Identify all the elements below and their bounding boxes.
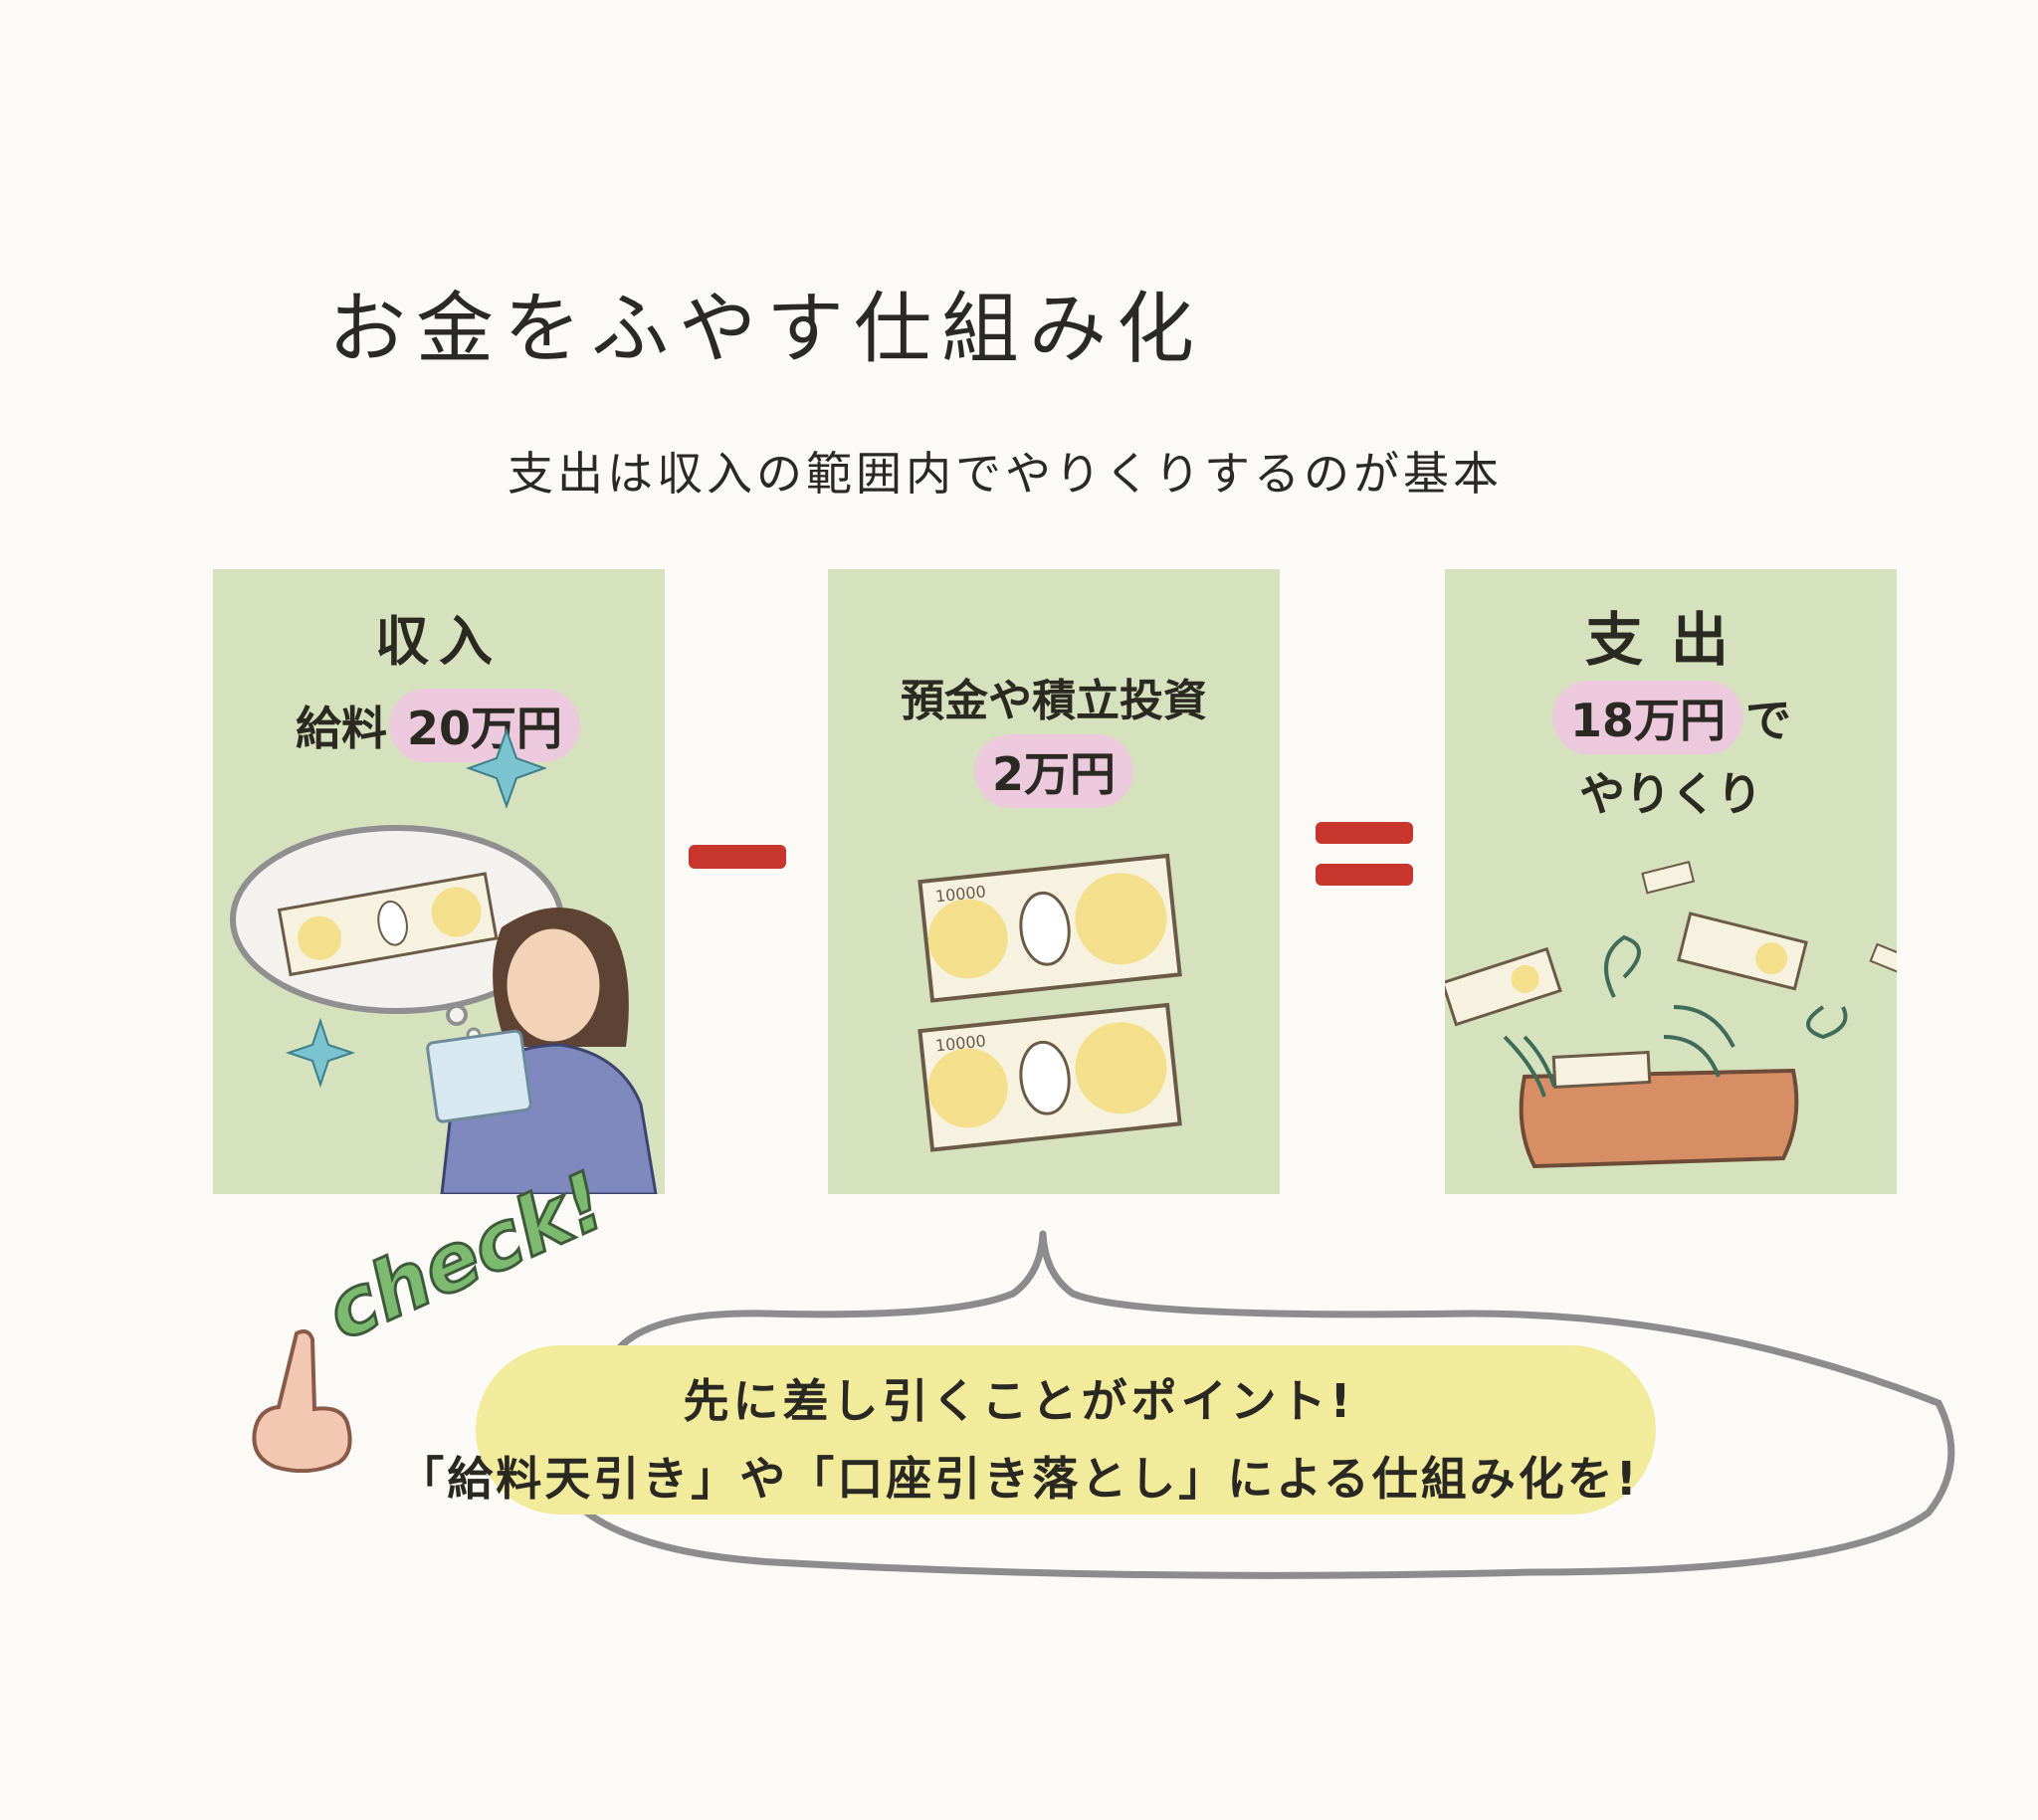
check-note-line1: 先に差し引くことがポイント! xyxy=(683,1374,1355,1428)
savings-panel: 預金や積立投資 2万円 10000 10000 xyxy=(828,569,1280,1194)
wallet-illustration xyxy=(1445,861,1897,1169)
income-label: 給料 xyxy=(295,702,387,755)
banknotes-illustration: 10000 10000 xyxy=(917,853,1182,1152)
page-title: お金をふやす仕組み化 xyxy=(328,285,1205,374)
savings-title: 預金や積立投資 xyxy=(901,676,1207,726)
sparkle-icon xyxy=(466,727,547,809)
minus-operator xyxy=(689,845,786,869)
expense-line2: やりくり xyxy=(1579,767,1762,821)
expense-suffix: で xyxy=(1745,694,1791,747)
pointing-hand-icon xyxy=(252,1329,352,1473)
woman-illustration xyxy=(230,727,658,1194)
banknote-icon: 10000 xyxy=(917,1002,1182,1152)
expense-title: 支出 xyxy=(1584,606,1756,674)
income-title: 収入 xyxy=(375,610,503,673)
sparkle-icon xyxy=(285,1017,356,1089)
wallet-icon xyxy=(1519,1068,1799,1169)
highlight-band xyxy=(476,1345,1656,1515)
equals-operator-top xyxy=(1316,822,1413,844)
savings-amount: 2万円 xyxy=(973,734,1133,808)
check-note-line2: 「給料天引き」や「口座引き落とし」による仕組み化を! xyxy=(398,1452,1640,1506)
expense-panel: 支出 18万円で やりくり xyxy=(1445,569,1897,1194)
page-subtitle: 支出は収入の範囲内でやりくりするのが基本 xyxy=(508,447,1503,501)
equals-operator-bottom xyxy=(1316,864,1413,886)
banknote-icon xyxy=(277,872,499,977)
expense-amount: 18万円 xyxy=(1551,681,1743,754)
banknote-icon: 10000 xyxy=(917,853,1182,1003)
income-amount: 20万円 xyxy=(388,689,580,762)
